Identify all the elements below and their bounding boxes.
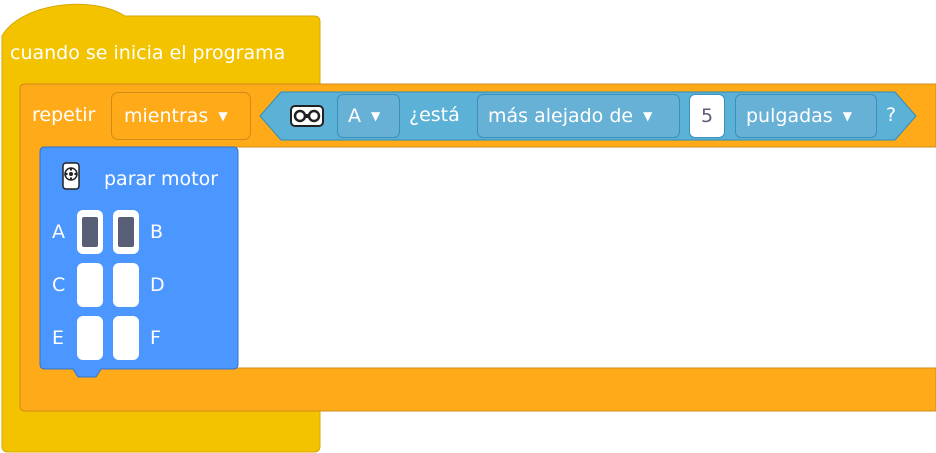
condition-question-label: ¿está (409, 104, 460, 126)
port-selected-indicator (118, 217, 134, 247)
distance-value-text: 5 (700, 105, 714, 127)
comparison-dropdown[interactable]: más alejado de ▼ (477, 94, 680, 138)
port-label-e: E (52, 327, 65, 349)
unit-value: pulgadas (746, 105, 833, 127)
chevron-down-icon: ▼ (371, 109, 381, 123)
port-label-a: A (52, 221, 65, 243)
port-toggle-d[interactable] (113, 263, 139, 307)
loop-block-label: repetir (32, 104, 96, 126)
chevron-down-icon: ▼ (218, 109, 228, 123)
port-toggle-c[interactable] (77, 263, 103, 307)
sensor-port-dropdown[interactable]: A ▼ (337, 94, 400, 138)
sensor-port-value: A (348, 105, 361, 127)
port-toggle-e[interactable] (77, 316, 103, 360)
loop-mode-value: mientras (124, 104, 209, 127)
port-label-c: C (52, 274, 66, 296)
port-toggle-b[interactable] (113, 210, 139, 254)
motor-icon (62, 162, 80, 190)
condition-end-label: ? (886, 104, 897, 126)
event-block-label: cuando se inicia el programa (10, 42, 286, 64)
loop-mode-dropdown[interactable]: mientras ▼ (111, 92, 251, 140)
unit-dropdown[interactable]: pulgadas ▼ (735, 94, 877, 138)
chevron-down-icon: ▼ (643, 109, 653, 123)
port-label-b: B (150, 221, 164, 243)
port-label-d: D (150, 274, 165, 296)
port-toggle-a[interactable] (77, 210, 103, 254)
chevron-down-icon: ▼ (842, 109, 852, 123)
port-toggle-f[interactable] (113, 316, 139, 360)
port-label-f: F (150, 327, 161, 349)
port-selected-indicator (82, 217, 98, 247)
comparison-value: más alejado de (488, 105, 634, 127)
distance-sensor-icon (290, 105, 324, 127)
distance-value-input[interactable]: 5 (689, 94, 725, 138)
motor-block-label: parar motor (104, 168, 219, 190)
